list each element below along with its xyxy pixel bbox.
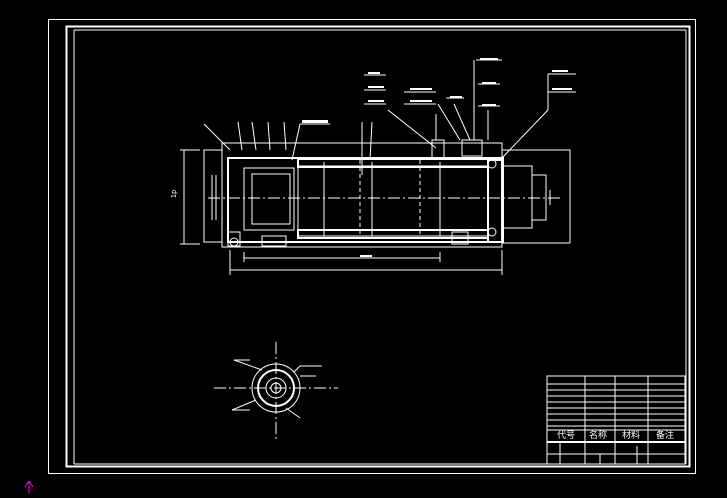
title-block-header-code: 代号 bbox=[557, 431, 576, 441]
main-assembly-view bbox=[203, 139, 571, 248]
dimension-lines bbox=[180, 149, 503, 275]
outer-sheet-border bbox=[48, 19, 696, 474]
title-block-header-name: 名称 bbox=[589, 431, 608, 441]
callout-text-blocks bbox=[302, 58, 572, 257]
ucs-arrow-icon bbox=[24, 480, 34, 494]
title-block-header-remarks: 备注 bbox=[656, 431, 675, 441]
title-block-header-material: 材料 bbox=[622, 431, 641, 441]
inner-drawing-frame bbox=[65, 25, 691, 468]
section-label: 1p bbox=[170, 189, 179, 199]
title-block bbox=[546, 375, 686, 465]
section-view bbox=[214, 342, 338, 442]
